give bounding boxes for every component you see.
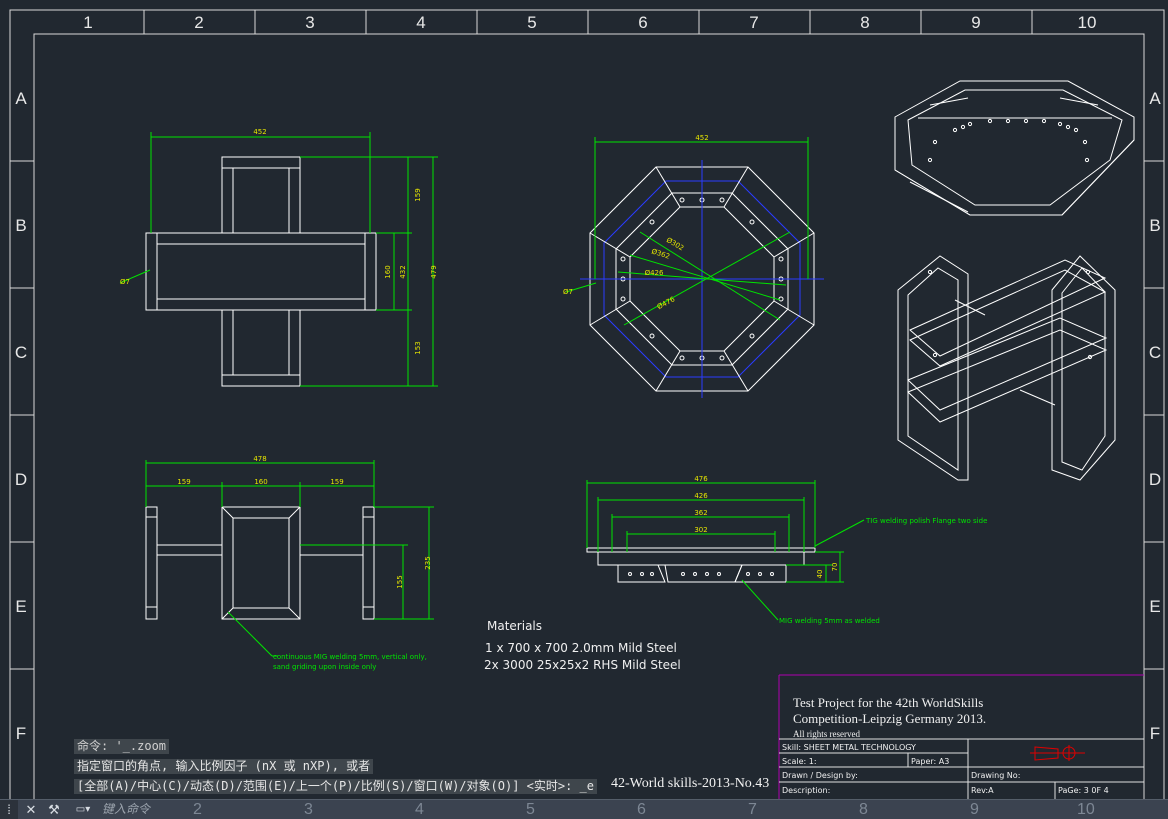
col-label: 4 bbox=[416, 13, 425, 32]
command-bar[interactable]: ⁞ ✕ ⚒ ▭▾ 2 3 4 5 6 7 8 9 10 bbox=[0, 799, 1168, 819]
section-mig-note: MIG welding 5mm as welded bbox=[779, 617, 880, 625]
front-dim-upper: 159 bbox=[414, 188, 422, 201]
row-label: D bbox=[15, 470, 27, 489]
section-dimensions bbox=[586, 480, 865, 621]
iso-octagon-view[interactable] bbox=[894, 80, 1135, 216]
side-dim-total: 478 bbox=[253, 455, 266, 463]
description-field: Description: bbox=[782, 786, 830, 795]
col-label: 6 bbox=[638, 13, 647, 32]
close-icon[interactable]: ✕ bbox=[25, 802, 37, 817]
front-dim-hole: Ø7 bbox=[120, 278, 130, 286]
col-label: 7 bbox=[749, 13, 758, 32]
side-weld-note-2: sand griding upon inside only bbox=[273, 663, 376, 671]
section-dim-302: 302 bbox=[694, 526, 707, 534]
col-label: 7 bbox=[748, 801, 757, 818]
iso-frame-view[interactable] bbox=[897, 255, 1116, 481]
materials-heading: Materials bbox=[487, 619, 542, 633]
ruler-left bbox=[10, 160, 1164, 670]
col-label: 4 bbox=[415, 801, 424, 818]
col-label: 10 bbox=[1078, 13, 1097, 32]
col-label: 8 bbox=[860, 13, 869, 32]
materials-line-2: 2x 3000 25x25x2 RHS Mild Steel bbox=[484, 658, 681, 672]
drawing-number-label: 42-World skills-2013-No.43 bbox=[611, 776, 770, 791]
col-label: 2 bbox=[193, 801, 202, 818]
col-label: 8 bbox=[859, 801, 868, 818]
row-label: E bbox=[15, 597, 26, 616]
row-label: F bbox=[1150, 724, 1160, 743]
page-field: PaGe: 3 0F 4 bbox=[1058, 786, 1109, 795]
section-view[interactable] bbox=[586, 547, 816, 583]
col-label: 5 bbox=[527, 13, 536, 32]
row-label: B bbox=[15, 216, 26, 235]
title-line-2: Competition-Leipzig Germany 2013. bbox=[793, 711, 986, 726]
col-label: 3 bbox=[304, 801, 313, 818]
command-input[interactable] bbox=[102, 801, 802, 817]
col-label: 3 bbox=[305, 13, 314, 32]
col-label: 1 bbox=[83, 13, 92, 32]
side-view-dimensions bbox=[145, 460, 434, 657]
section-dim-476: 476 bbox=[694, 475, 708, 483]
drawing-no-field: Drawing No: bbox=[971, 771, 1020, 780]
octagon-dimensions bbox=[565, 137, 809, 326]
front-view-dimensions bbox=[119, 132, 438, 387]
col-label: 6 bbox=[637, 801, 646, 818]
command-prompt-icon[interactable]: ▭▾ bbox=[75, 804, 91, 815]
front-view[interactable] bbox=[145, 156, 377, 387]
row-label: C bbox=[1149, 343, 1161, 362]
row-label: D bbox=[1149, 470, 1161, 489]
weld-symbol bbox=[1030, 745, 1085, 761]
command-history-line: 命令: '_.zoom bbox=[74, 739, 170, 754]
title-line-1: Test Project for the 42th WorldSkills bbox=[793, 695, 983, 710]
materials-line-1: 1 x 700 x 700 2.0mm Mild Steel bbox=[485, 641, 677, 655]
section-dim-70: 70 bbox=[831, 563, 839, 572]
octagon-dim-width: 452 bbox=[695, 134, 708, 142]
octagon-dim-hole: Ø7 bbox=[563, 288, 573, 296]
row-label: A bbox=[15, 89, 27, 108]
command-prompt-options[interactable]: [全部(A)/中心(C)/动态(D)/范围(E)/上一个(P)/比例(S)/窗口… bbox=[74, 779, 597, 794]
paper-field: Paper: A3 bbox=[911, 757, 949, 766]
row-label: B bbox=[1149, 216, 1160, 235]
col-label: 2 bbox=[194, 13, 203, 32]
scale-field: Scale: 1: bbox=[782, 757, 817, 766]
front-dim-lower: 153 bbox=[414, 341, 422, 354]
col-label: 9 bbox=[970, 801, 979, 818]
drawn-field: Drawn / Design by: bbox=[782, 771, 858, 780]
ruler-top bbox=[143, 10, 1033, 34]
section-dim-362: 362 bbox=[694, 509, 707, 517]
wrench-icon[interactable]: ⚒ bbox=[48, 802, 60, 817]
front-dim-total-height: 479 bbox=[430, 265, 438, 278]
section-dim-426: 426 bbox=[694, 492, 708, 500]
row-label: F bbox=[16, 724, 26, 743]
side-weld-note-1: continuous MIG welding 5mm, vertical onl… bbox=[273, 653, 427, 661]
col-label: 9 bbox=[971, 13, 980, 32]
section-dim-40: 40 bbox=[816, 570, 824, 579]
side-dim-h2: 155 bbox=[396, 575, 404, 588]
row-label: E bbox=[1149, 597, 1160, 616]
front-dim-mid: 160 bbox=[384, 265, 392, 278]
row-label: C bbox=[15, 343, 27, 362]
side-dim-b: 160 bbox=[254, 478, 267, 486]
row-label: A bbox=[1149, 89, 1161, 108]
col-label: 10 bbox=[1077, 801, 1095, 818]
skill-field: Skill: SHEET METAL TECHNOLOGY bbox=[782, 743, 916, 752]
side-dim-a: 159 bbox=[177, 478, 190, 486]
front-dim-width: 452 bbox=[253, 128, 266, 136]
rights-text: All rights reserved bbox=[793, 729, 860, 739]
grip-handle[interactable]: ⁞ bbox=[0, 800, 18, 819]
command-history-line: 指定窗口的角点, 输入比例因子 (nX 或 nXP), 或者 bbox=[74, 759, 374, 774]
col-label: 5 bbox=[526, 801, 535, 818]
side-dim-h1: 235 bbox=[424, 556, 432, 569]
title-block[interactable] bbox=[778, 674, 1144, 800]
front-dim-mid2: 432 bbox=[399, 265, 407, 278]
octagon-dim-r3: Ø426 bbox=[645, 269, 664, 277]
octagon-view[interactable] bbox=[589, 166, 815, 392]
section-tig-note: TIG welding polish Flange two side bbox=[865, 517, 987, 525]
rev-field: Rev:A bbox=[971, 786, 994, 795]
side-dim-c: 159 bbox=[330, 478, 343, 486]
